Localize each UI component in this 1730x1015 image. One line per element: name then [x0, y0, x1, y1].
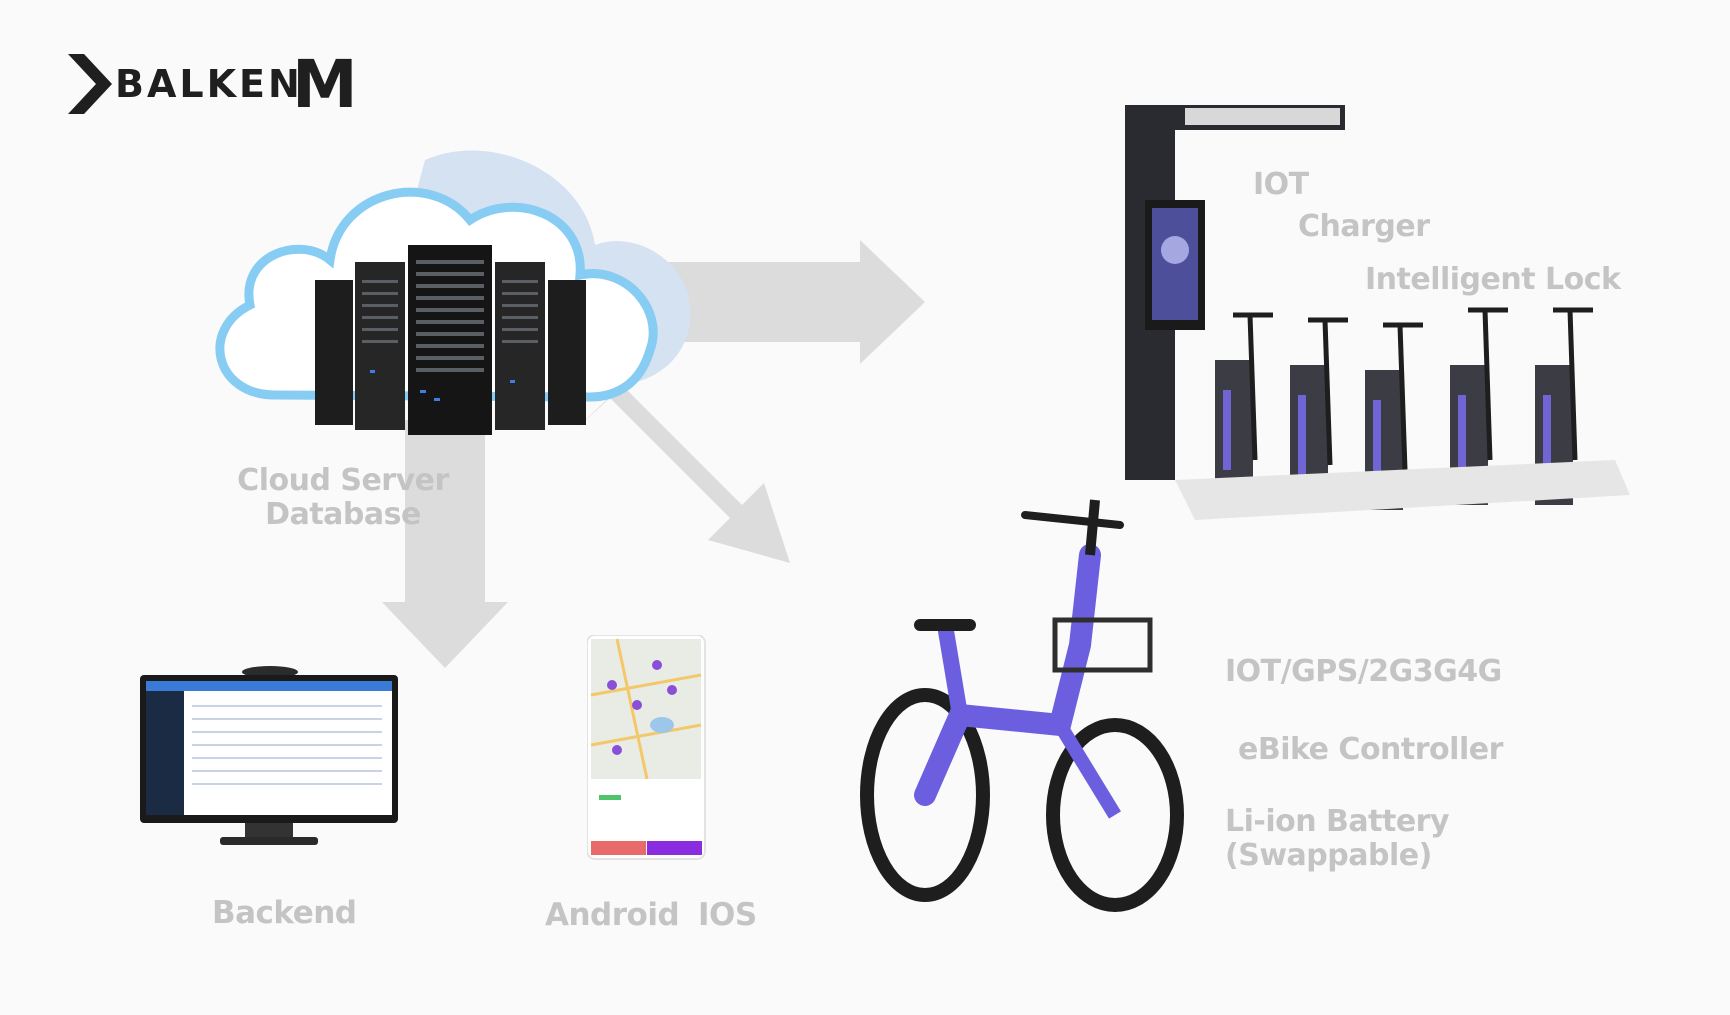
ebike-icon: [860, 499, 1184, 912]
arrow-to-backend: [382, 420, 508, 668]
brand-name: BALKEN: [115, 62, 303, 106]
ebike-feature-battery-note: (Swappable): [1225, 837, 1432, 873]
brand-suffix: M: [292, 46, 358, 123]
arrow-to-station: [655, 240, 925, 364]
phone-screen-icon: [587, 635, 706, 860]
station-feature-intelligent-lock: Intelligent Lock: [1365, 262, 1621, 297]
ebike-feature-controller: eBike Controller: [1238, 732, 1503, 767]
station-feature-charger: Charger: [1298, 209, 1430, 244]
ebike-feature-iot-gps: IOT/GPS/2G3G4G: [1225, 654, 1502, 689]
mobile-label-android: Android: [545, 897, 680, 933]
brand-chevron-icon: [68, 54, 112, 114]
arrow-to-ebike: [575, 385, 790, 563]
mobile-label-ios: IOS: [698, 897, 757, 933]
backend-label: Backend: [212, 895, 357, 931]
cloud-label-server: Cloud Server: [237, 463, 449, 498]
station-feature-iot: IOT: [1253, 167, 1309, 202]
ebike-feature-battery: Li-ion Battery: [1225, 804, 1450, 839]
monitor-icon: [140, 666, 398, 845]
station-icon: [1125, 105, 1630, 520]
server-rack-icon: [315, 245, 586, 435]
cloud-label-database: Database: [265, 496, 421, 532]
